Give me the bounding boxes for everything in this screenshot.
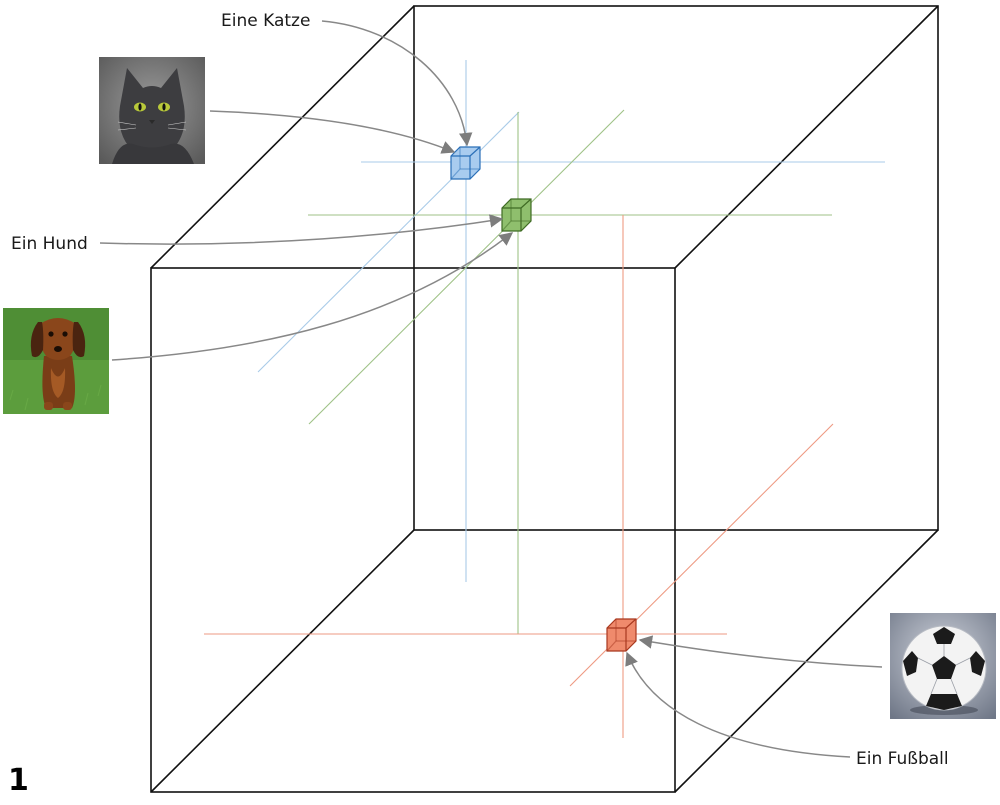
label-ball: Ein Fußball	[856, 749, 949, 769]
arrow-ball-image	[640, 640, 882, 667]
point-marker-cat	[451, 147, 480, 179]
arrow-cat-image	[210, 111, 454, 152]
guide-lines-cat	[258, 60, 885, 582]
point-marker-ball	[607, 619, 636, 651]
figure-number: 1	[8, 763, 29, 798]
cube-edge-bottom-left	[151, 530, 414, 792]
soccer-ball-photo-icon	[890, 613, 996, 719]
point-marker-dog	[502, 199, 531, 231]
cat-photo-icon	[99, 57, 205, 164]
guide-lines-dog	[308, 110, 832, 634]
arrow-ball-label	[627, 653, 850, 757]
arrow-cat-label	[322, 21, 467, 145]
arrow-dog-image	[112, 233, 512, 360]
arrows	[100, 21, 882, 757]
label-cat: Eine Katze	[221, 11, 310, 31]
arrow-dog-label	[100, 219, 502, 244]
dachshund-photo-icon	[3, 308, 109, 414]
cube-edge-top-right	[675, 6, 938, 268]
label-dog: Ein Hund	[11, 234, 88, 254]
cube-wireframe	[151, 6, 938, 792]
